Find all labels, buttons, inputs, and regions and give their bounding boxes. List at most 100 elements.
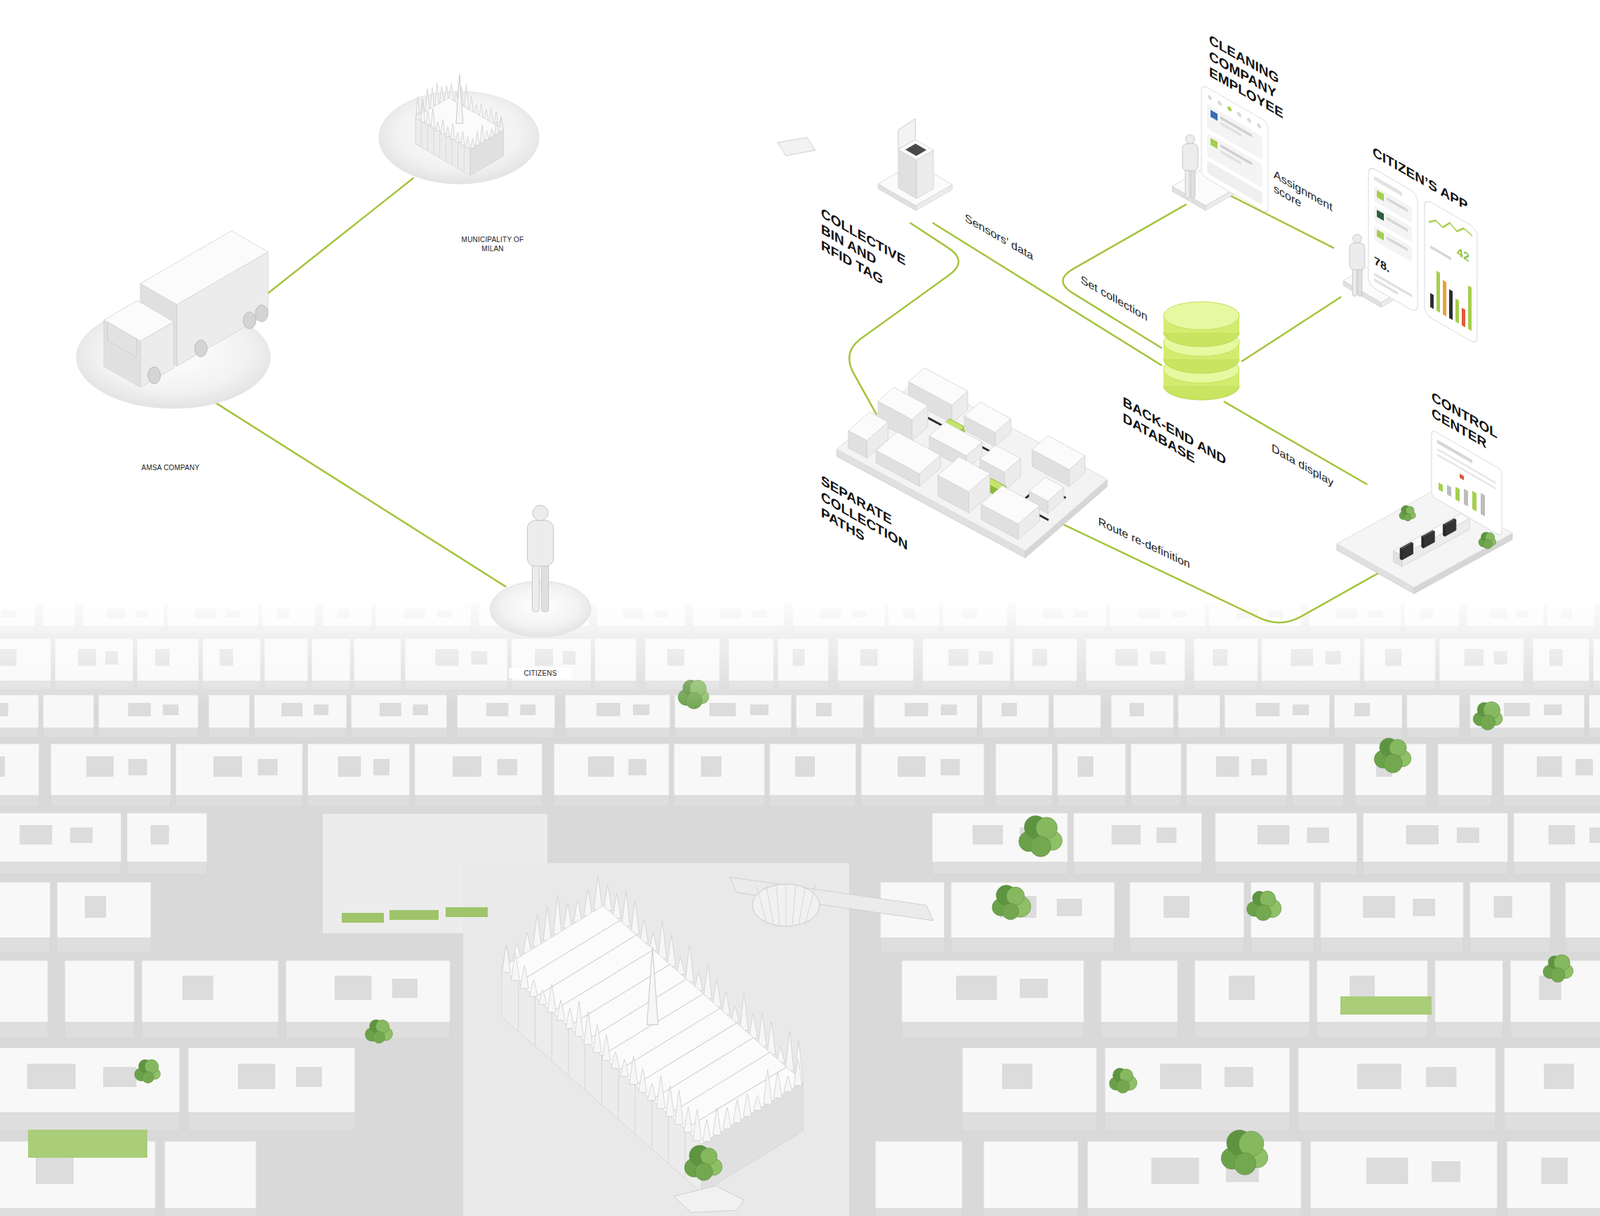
cathedral-spire xyxy=(479,103,484,118)
building-roof xyxy=(1503,743,1600,796)
icons xyxy=(76,74,1513,638)
phone-frame xyxy=(1424,198,1478,345)
courtyard xyxy=(972,825,1003,845)
building-roof xyxy=(1250,882,1314,938)
building-wall xyxy=(1195,1022,1310,1039)
paths-building xyxy=(979,444,1021,473)
tree xyxy=(1383,754,1403,774)
building-roof xyxy=(875,1141,963,1210)
cathedral-spire xyxy=(501,945,511,973)
paths-building xyxy=(938,456,991,492)
cathedral-buttress xyxy=(668,1052,771,1115)
cathedral-buttress xyxy=(651,1037,754,1100)
cathedral-buttress xyxy=(518,920,621,983)
cathedral-spire xyxy=(538,990,547,1005)
building-wall xyxy=(1101,1022,1178,1039)
courtyard xyxy=(1112,825,1141,845)
building-roof xyxy=(0,1047,180,1113)
screen-dot xyxy=(1207,94,1212,101)
building-wall xyxy=(1178,728,1221,739)
cathedral-spire xyxy=(547,984,556,1013)
cathedral-spire xyxy=(425,110,431,125)
building-wall xyxy=(1215,862,1358,876)
rfid-tag xyxy=(777,137,816,156)
cathedral-buttress xyxy=(551,1011,553,1062)
courtyard xyxy=(70,828,93,843)
building-roof xyxy=(0,813,121,863)
building-wall xyxy=(0,862,121,876)
cathedral-spire xyxy=(684,1106,693,1133)
screen-square xyxy=(1210,138,1218,150)
building-wall xyxy=(1362,862,1508,876)
building-wall xyxy=(127,862,208,876)
screen-line xyxy=(1220,116,1252,138)
building-wall xyxy=(1510,1022,1600,1039)
building-wall xyxy=(962,1112,1097,1132)
cathedral-spire xyxy=(665,1085,675,1117)
cathedral-spire xyxy=(763,1069,772,1104)
tree xyxy=(1550,967,1566,983)
building-wall xyxy=(674,795,765,808)
building-roof xyxy=(1565,882,1600,938)
cathedral-spire xyxy=(733,1099,742,1123)
node-label: CLEANING COMPANY EMPLOYEE xyxy=(1209,30,1287,125)
cathedral-spire xyxy=(421,101,426,123)
building-wall xyxy=(983,1208,1078,1216)
building-wall xyxy=(1111,728,1175,739)
building-wall xyxy=(1506,1208,1600,1216)
cathedral-spire xyxy=(470,138,476,149)
building-wall xyxy=(1224,728,1330,739)
cathedral-buttress xyxy=(584,1041,586,1091)
screen-bar xyxy=(1480,492,1485,516)
phone-bar xyxy=(1430,293,1434,310)
courtyard xyxy=(628,759,647,775)
building-wall xyxy=(1130,795,1182,808)
cathedral-buttress xyxy=(427,124,429,151)
building-wall xyxy=(56,938,151,953)
building-wall xyxy=(1334,728,1403,739)
cathedral-spire xyxy=(494,121,499,135)
cathedral-spire xyxy=(480,124,485,143)
phone-bar xyxy=(1455,298,1459,324)
courtyard xyxy=(1406,825,1438,845)
screen-dot xyxy=(1227,105,1232,112)
building-roof xyxy=(308,743,410,796)
screen-bar xyxy=(1438,482,1443,492)
courtyard xyxy=(1251,759,1267,775)
connector-line xyxy=(1224,402,1368,485)
tree xyxy=(1480,715,1495,730)
building-wall xyxy=(1407,728,1460,739)
cathedral-spire xyxy=(435,83,440,106)
phone-square xyxy=(1376,229,1384,241)
screen-line xyxy=(1220,144,1252,166)
cathedral-buttress xyxy=(457,141,459,169)
building-wall xyxy=(98,728,199,739)
building-wall xyxy=(1513,862,1600,876)
building-wall xyxy=(1073,862,1203,876)
cathedral-buttress xyxy=(433,127,435,155)
cathedral-spire xyxy=(445,127,450,137)
paths-building xyxy=(848,411,889,441)
building-wall xyxy=(1105,1112,1290,1132)
cathedral-spire xyxy=(574,1001,584,1037)
courtyard xyxy=(150,825,169,845)
courtyard xyxy=(1576,759,1593,775)
cathedral-spire xyxy=(757,1014,767,1048)
building-roof xyxy=(1470,882,1551,938)
cathedral-buttress xyxy=(601,1056,603,1106)
tree xyxy=(1002,903,1019,920)
building-roof xyxy=(56,882,151,938)
lawn xyxy=(389,910,439,920)
cathedral-spire xyxy=(440,119,445,134)
tree xyxy=(1255,905,1272,922)
building-wall xyxy=(901,1022,1084,1039)
courtyard xyxy=(956,976,997,1000)
cathedral-buttress xyxy=(451,138,453,165)
node-label: CITIZENS xyxy=(508,668,572,679)
courtyard xyxy=(795,757,815,777)
cathedral-spire xyxy=(667,935,676,968)
building-roof xyxy=(1129,882,1245,938)
phone-square xyxy=(1376,190,1384,202)
building-wall xyxy=(1565,938,1600,953)
